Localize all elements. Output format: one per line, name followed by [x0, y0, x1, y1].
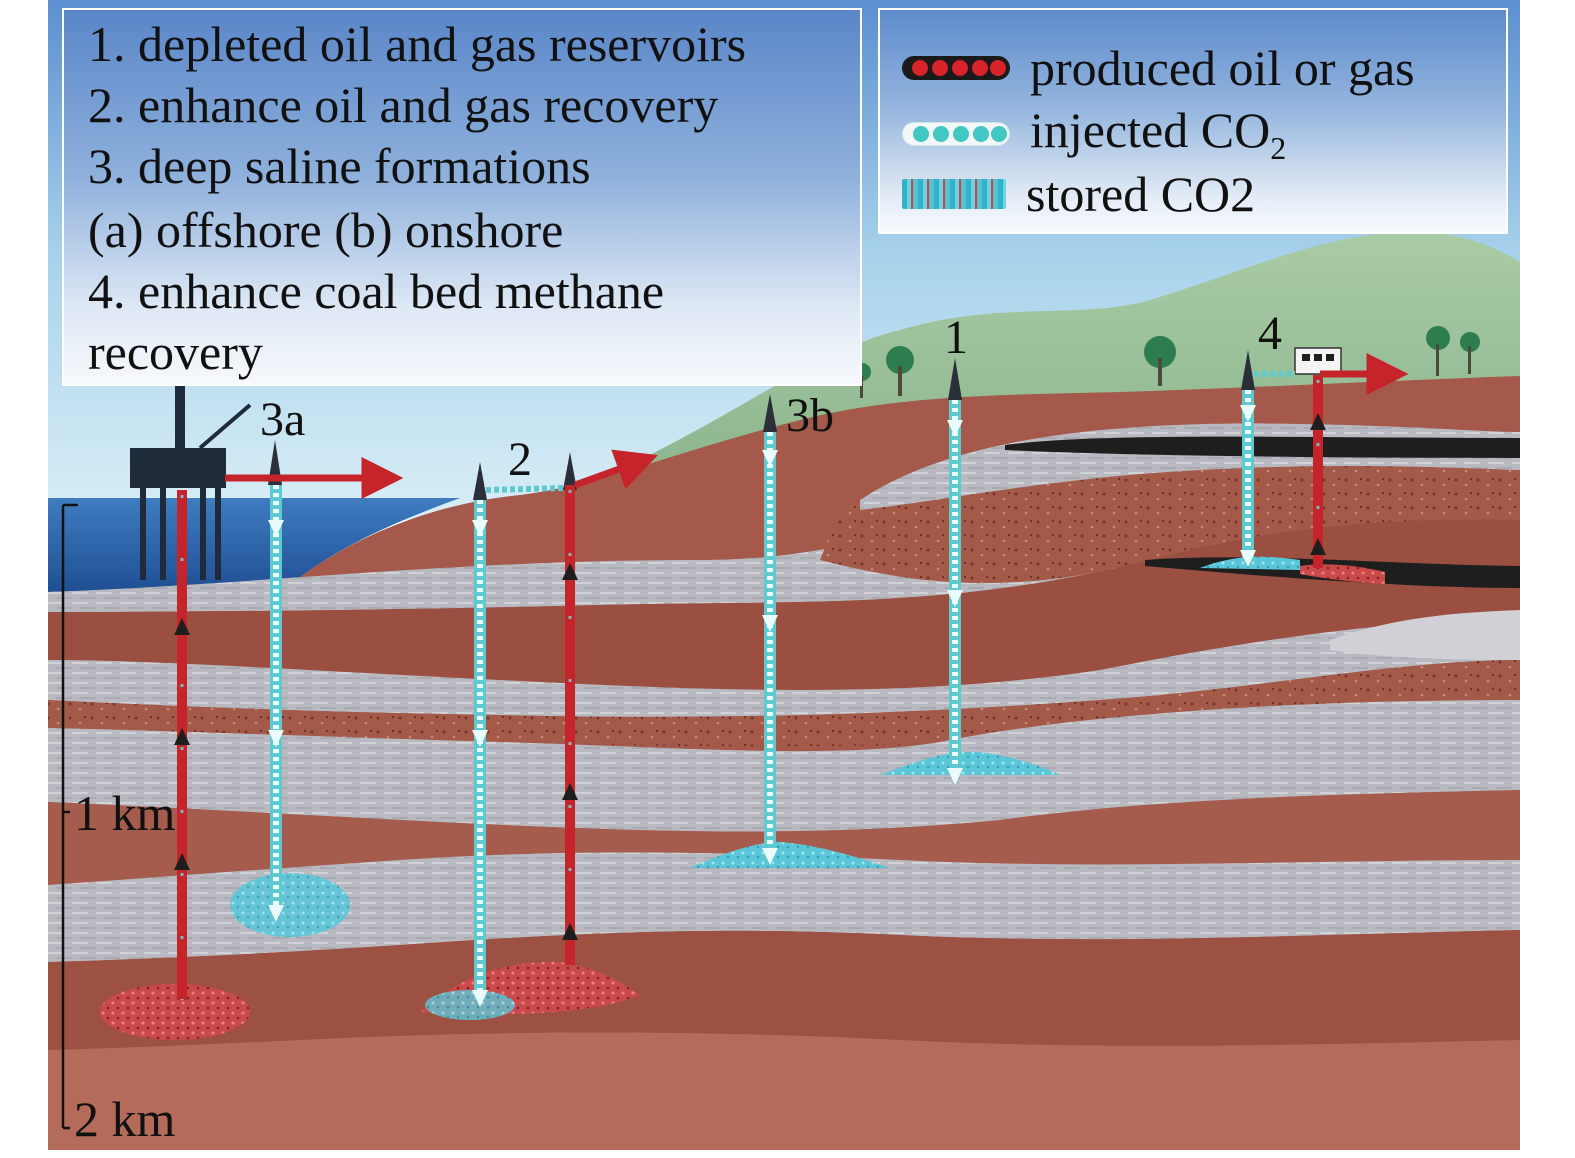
injected-swatch	[902, 122, 1010, 146]
key-panel: 1. depleted oil and gas reservoirs 2. en…	[62, 8, 862, 386]
legend-panel: produced oil or gas injected CO2 stored …	[878, 8, 1508, 234]
legend-label-produced: produced oil or gas	[1030, 40, 1415, 96]
stratum-grey-4	[48, 852, 1520, 962]
stored-co2-4	[1200, 556, 1300, 570]
site-label-1: 1	[944, 311, 968, 364]
produced-swatch	[902, 56, 1010, 80]
stratum-deep	[48, 1032, 1520, 1150]
stratum-grey-2	[48, 619, 1520, 717]
stratum-grey-3	[48, 700, 1520, 832]
stored-co2-3b	[690, 842, 890, 868]
oil-reservoir-left	[100, 984, 250, 1040]
drilling-rig-icon-4	[1241, 350, 1255, 390]
drilling-rig-icon-3a	[268, 440, 282, 485]
stored-co2-2	[425, 990, 515, 1020]
injected-connectors	[485, 371, 1295, 493]
key-line-5: 4. enhance coal bed methane	[88, 263, 665, 319]
injected-pipe-dots	[273, 390, 1251, 1000]
rock-hatch-area	[1330, 610, 1520, 660]
site-label-3b: 3b	[786, 389, 834, 442]
depth-scale-bar	[61, 503, 78, 1130]
site-label-3a: 3a	[260, 393, 306, 446]
legend-item-produced: produced oil or gas	[902, 38, 1415, 98]
drilling-rig-icon-2a	[473, 462, 487, 500]
oil-coal-4	[1300, 564, 1385, 584]
produced-up-arrows	[174, 413, 1326, 940]
drilling-rig-icon-2b	[563, 452, 577, 490]
stratum-brown-dotted-1	[820, 461, 1520, 584]
stored-co2-3a	[230, 873, 350, 937]
legend-item-injected: injected CO2	[902, 102, 1287, 166]
depth-label-1km: 1 km	[74, 785, 176, 841]
injected-down-arrows	[268, 405, 1256, 1007]
key-line-6: recovery	[88, 324, 263, 380]
building-icon	[1294, 347, 1342, 375]
stored-swatch	[902, 179, 1006, 209]
stored-co2-1	[880, 751, 1060, 775]
stratum-brown-3	[48, 790, 1520, 885]
depth-label-2km: 2 km	[74, 1091, 176, 1147]
sea	[48, 498, 460, 592]
key-line-2: 2. enhance oil and gas recovery	[88, 77, 719, 133]
key-line-3: 3. deep saline formations	[88, 138, 591, 194]
site-label-2: 2	[508, 433, 532, 486]
oil-platform-icon	[130, 385, 252, 580]
drilling-rig-icon-1	[948, 358, 962, 400]
legend-label-stored: stored CO2	[1026, 166, 1256, 222]
arrow-icon	[225, 353, 1409, 499]
key-line-1: 1. depleted oil and gas reservoirs	[88, 16, 747, 72]
drilling-rig-icon-3b	[763, 394, 777, 432]
coal-seam-upper	[1005, 436, 1520, 458]
produced-pipe-dots	[180, 380, 1320, 1000]
key-line-4: (a) offshore (b) onshore	[88, 202, 564, 258]
tree-icon	[853, 326, 1480, 398]
legend-label-injected: injected CO2	[1030, 102, 1287, 166]
site-label-4: 4	[1258, 307, 1282, 360]
legend-item-stored: stored CO2	[902, 164, 1255, 224]
stratum-brown-4	[48, 930, 1520, 1050]
